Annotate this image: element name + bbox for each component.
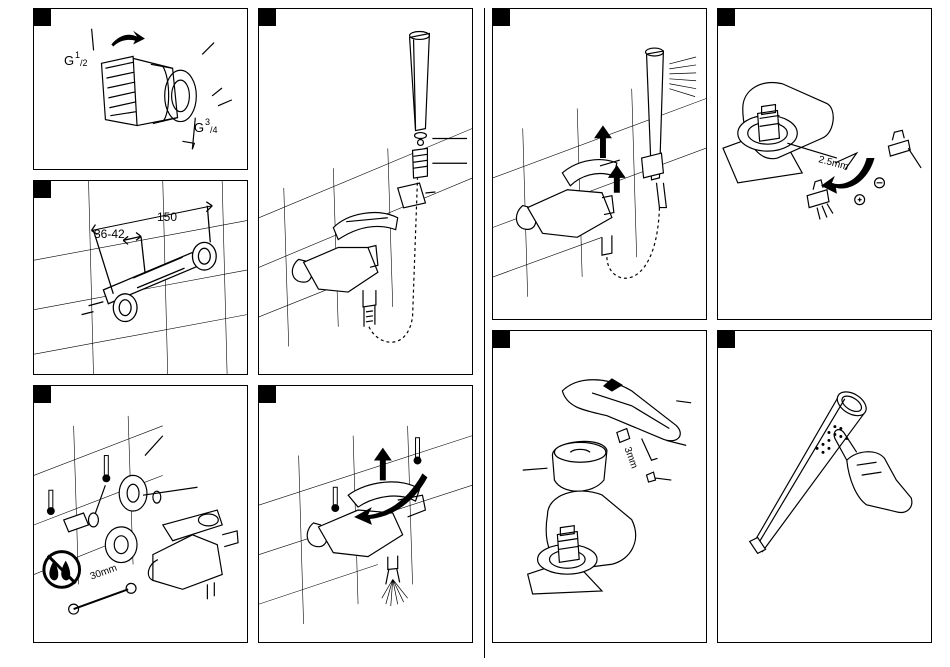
spacing-label: 36-42 — [94, 228, 125, 240]
rotate-arrow-icon — [111, 31, 145, 47]
panel-wall-connections: 36-42 150 — [33, 180, 248, 375]
flushing-illustration — [259, 386, 472, 642]
column-divider — [484, 8, 485, 658]
panel-lever-disassembly: 3mm — [492, 330, 707, 643]
panel-handshower-assembly — [258, 8, 473, 375]
handshower-assembly-illustration — [259, 9, 472, 374]
lever-operation-illustration — [493, 9, 706, 319]
up-arrow-icon — [594, 125, 612, 158]
wall-connections-illustration — [34, 181, 247, 374]
distance-label: 150 — [157, 211, 177, 223]
panel-lever-operation — [492, 8, 707, 320]
lever-disassembly-illustration — [493, 331, 706, 642]
panel-temperature-limit: 2.5mm — [717, 8, 932, 320]
panel-flushing — [258, 385, 473, 643]
thermometer-icon — [331, 487, 339, 512]
panel-handshower-cleaning — [717, 330, 932, 643]
up-arrow-icon — [374, 448, 392, 481]
thread-adapter-illustration — [34, 9, 247, 169]
panel-mounting: 30mm — [33, 385, 248, 643]
thread-label-large-den: /4 — [210, 126, 218, 135]
thread-label-small-den: /2 — [80, 59, 88, 68]
thermometer-icon — [102, 456, 110, 483]
thread-label-small: G — [64, 54, 74, 67]
no-water-icon — [44, 552, 80, 588]
thread-label-large: G — [194, 121, 204, 134]
handshower-cleaning-illustration — [718, 331, 931, 642]
thermometer-icon — [47, 490, 55, 515]
mounting-illustration — [34, 386, 247, 642]
thermometer-icon — [414, 438, 422, 465]
panel-thread-adapter: G 1 /2 G 3 /4 — [33, 8, 248, 170]
